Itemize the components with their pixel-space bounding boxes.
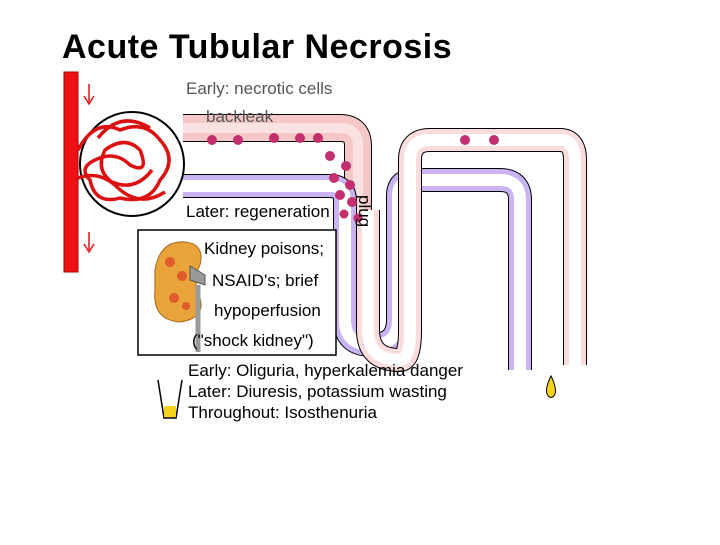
cause-line-1: Kidney poisons;	[204, 239, 325, 258]
down-arrow-icon	[83, 84, 95, 106]
tubule-regenerated-segment	[183, 168, 532, 370]
urine-cup-icon	[157, 379, 183, 419]
cause-line-2: NSAID's; brief	[212, 271, 319, 290]
label-backleak: backleak	[206, 107, 274, 126]
note-later: Later: Diuresis, potassium wasting	[188, 382, 447, 401]
label-later-regeneration: Later: regeneration	[186, 202, 330, 221]
kidney-icon	[154, 241, 206, 352]
collecting-duct	[356, 128, 587, 372]
page-title: Acute Tubular Necrosis	[62, 28, 453, 66]
note-throughout: Throughout: Isosthenuria	[188, 403, 378, 422]
necrotic-cells	[207, 133, 499, 223]
urine-drop-icon	[546, 374, 556, 398]
glomerulus	[76, 111, 185, 217]
label-early-necrotic-cells: Early: necrotic cells	[186, 79, 333, 98]
down-arrow-icon	[83, 232, 95, 254]
label-plug: plug	[355, 195, 374, 228]
note-early: Early: Oliguria, hyperkalemia danger	[188, 361, 463, 380]
cause-line-4: ("shock kidney")	[192, 331, 314, 350]
cause-line-3: hypoperfusion	[214, 301, 321, 320]
tubule-damaged-segment	[183, 114, 372, 210]
artery	[63, 71, 79, 273]
